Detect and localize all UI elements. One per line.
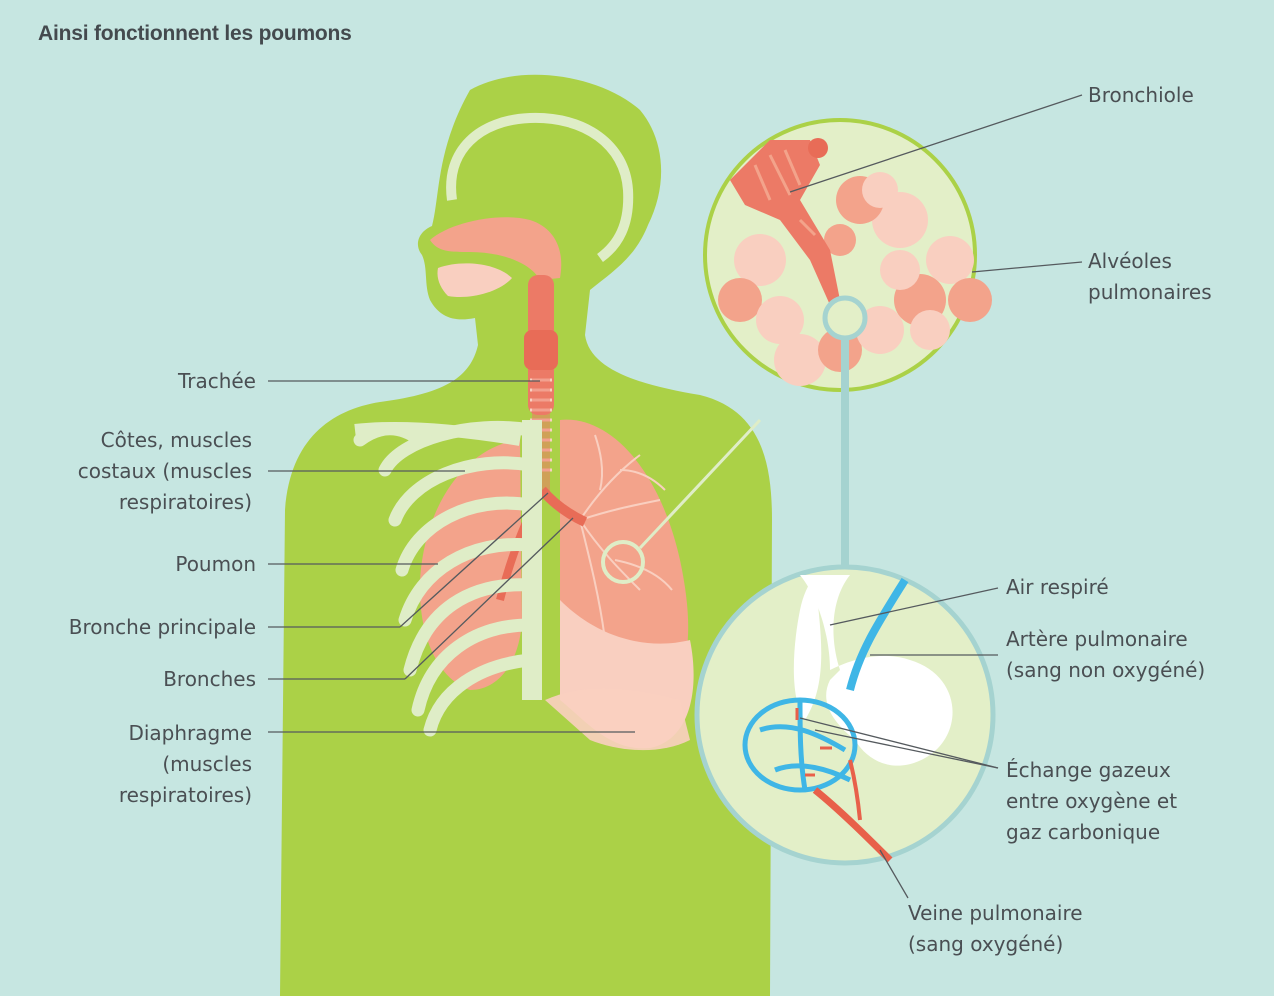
label-bronchiole: Bronchiole bbox=[1088, 80, 1194, 111]
label-diaphragme: Diaphragme (muscles respiratoires) bbox=[119, 718, 252, 811]
label-echange-gazeux: Échange gazeux entre oxygène et gaz carb… bbox=[1006, 755, 1177, 848]
label-bronches: Bronches bbox=[163, 664, 256, 695]
label-artere-pulmonaire: Artère pulmonaire (sang non oxygéné) bbox=[1006, 624, 1205, 686]
label-air-respire: Air respiré bbox=[1006, 572, 1109, 603]
label-veine-pulmonaire: Veine pulmonaire (sang oxygéné) bbox=[908, 898, 1083, 960]
alveolus-marker bbox=[825, 298, 865, 338]
label-poumon: Poumon bbox=[175, 549, 256, 580]
label-alveoles: Alvéoles pulmonaires bbox=[1088, 246, 1212, 308]
label-trachee: Trachée bbox=[178, 366, 256, 397]
label-bronche-principale: Bronche principale bbox=[69, 612, 256, 643]
label-cotes: Côtes, muscles costaux (muscles respirat… bbox=[78, 425, 252, 518]
sternum bbox=[522, 420, 542, 700]
